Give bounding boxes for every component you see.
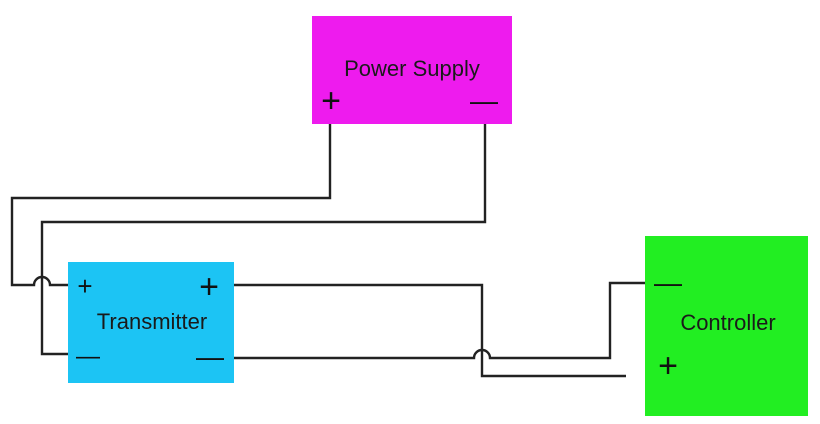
controller-positive-terminal: + bbox=[658, 347, 678, 385]
power-supply-positive-terminal: + bbox=[321, 82, 341, 120]
power-supply: Power Supply + — bbox=[312, 16, 512, 124]
transmitter-left-negative-terminal: — bbox=[76, 343, 100, 370]
controller-box bbox=[645, 236, 808, 416]
power-supply-negative-terminal: — bbox=[470, 85, 498, 116]
wire-transmitter-negative-to-controller-negative bbox=[234, 281, 645, 360]
transmitter-left-positive-terminal: + bbox=[77, 271, 92, 301]
wire-ps-positive-to-transmitter-positive bbox=[10, 124, 332, 287]
transmitter-right-negative-terminal: — bbox=[196, 341, 224, 372]
wire-transmitter-positive-to-controller-positive bbox=[234, 283, 626, 378]
power-supply-box bbox=[312, 16, 512, 124]
transmitter-box bbox=[68, 262, 234, 383]
power-supply-label: Power Supply bbox=[344, 56, 480, 81]
transmitter-right-positive-terminal: + bbox=[199, 268, 219, 306]
controller-label: Controller bbox=[680, 310, 775, 335]
transmitter: Transmitter + — + — bbox=[68, 262, 234, 383]
wires bbox=[10, 124, 645, 378]
controller: Controller — + bbox=[645, 236, 808, 416]
wire-ps-negative-to-transmitter-negative bbox=[40, 124, 487, 356]
controller-negative-terminal: — bbox=[654, 267, 682, 298]
transmitter-label: Transmitter bbox=[97, 309, 207, 334]
